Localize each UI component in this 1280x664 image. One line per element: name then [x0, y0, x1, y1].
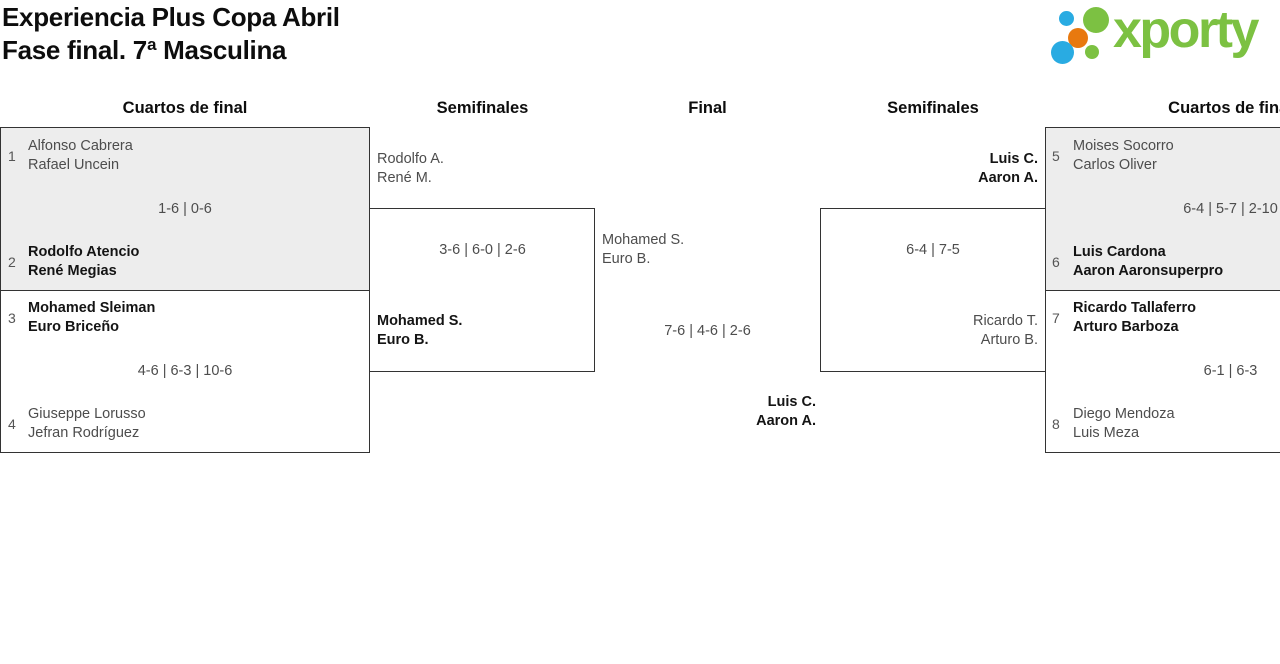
seed-3: 3: [8, 310, 16, 326]
player-name: Aaron A.: [756, 413, 816, 429]
team-sf-right-bottom: Ricardo T. Arturo B.: [973, 312, 1038, 350]
logo-dot-blue-small-icon: [1059, 11, 1074, 26]
quarterfinals-right-box: [1045, 127, 1280, 453]
match-qf3-background: [1046, 128, 1280, 291]
logo-dot-green-large-icon: [1083, 7, 1109, 33]
team-qf1-bottom: Rodolfo Atencio René Megias: [28, 243, 139, 281]
player-name: Aaron A.: [978, 170, 1038, 186]
player-name: Mohamed S.: [377, 313, 463, 329]
player-name: Luis C.: [989, 151, 1038, 167]
player-name: Diego Mendoza: [1073, 406, 1175, 422]
player-name: Giuseppe Lorusso: [28, 406, 146, 422]
player-name: Ricardo Tallaferro: [1073, 300, 1197, 316]
semifinal-right-box: [820, 208, 1046, 372]
score-qf3: 6-4 | 5-7 | 2-10: [1183, 201, 1278, 217]
player-name: Carlos Oliver: [1073, 157, 1157, 173]
player-name: Jefran Rodríguez: [28, 425, 140, 441]
tournament-subtitle: Fase final. 7ª Masculina: [2, 35, 287, 65]
team-sf-left-top: Rodolfo A. René M.: [377, 150, 444, 188]
match-qf1-background: [1, 128, 369, 291]
logo-wordmark: xporty: [1113, 1, 1259, 59]
round-label-final: Final: [688, 99, 727, 117]
round-label-quarterfinals-right: Cuartos de final: [1168, 99, 1280, 117]
score-sf-left: 3-6 | 6-0 | 2-6: [439, 242, 526, 258]
team-sf-right-top: Luis C. Aaron A.: [978, 150, 1038, 188]
player-name: Rodolfo Atencio: [28, 244, 140, 260]
player-name: Luis Cardona: [1073, 244, 1166, 260]
quarterfinals-left-box: [0, 127, 370, 453]
round-label-quarterfinals-left: Cuartos de final: [122, 99, 248, 117]
score-final: 7-6 | 4-6 | 2-6: [664, 323, 751, 339]
seed-2: 2: [8, 254, 16, 270]
team-final-left: Mohamed S. Euro B.: [602, 231, 684, 269]
player-name: Euro B.: [602, 251, 651, 267]
seed-8: 8: [1052, 416, 1060, 432]
score-qf2: 4-6 | 6-3 | 10-6: [137, 363, 233, 379]
round-label-semifinals-right: Semifinales: [887, 99, 979, 117]
team-qf2-top: Mohamed Sleiman Euro Briceño: [28, 299, 155, 337]
player-name: Luis Meza: [1073, 425, 1140, 441]
player-name: Euro B.: [377, 332, 429, 348]
player-name: Ricardo T.: [972, 313, 1038, 329]
team-qf1-top: Alfonso Cabrera Rafael Uncein: [28, 137, 133, 175]
player-name: Rodolfo A.: [377, 151, 444, 167]
seed-4: 4: [8, 416, 16, 432]
round-label-semifinals-left: Semifinales: [436, 99, 529, 117]
seed-1: 1: [8, 148, 16, 164]
player-name: Alfonso Cabrera: [28, 138, 133, 154]
score-qf1: 1-6 | 0-6: [158, 201, 212, 217]
team-qf4-bottom: Diego Mendoza Luis Meza: [1073, 405, 1175, 443]
player-name: Rafael Uncein: [28, 157, 120, 173]
player-name: Arturo B.: [980, 332, 1038, 348]
logo-dot-green-small-icon: [1085, 45, 1099, 59]
team-champion: Luis C. Aaron A.: [756, 393, 816, 431]
logo-dot-orange-icon: [1068, 28, 1088, 48]
player-name: Luis C.: [767, 394, 816, 410]
player-name: Moises Socorro: [1073, 138, 1174, 154]
tournament-title: Experiencia Plus Copa Abril: [2, 2, 340, 32]
player-name: Arturo Barboza: [1073, 319, 1179, 335]
team-qf4-top: Ricardo Tallaferro Arturo Barboza: [1073, 299, 1196, 337]
score-sf-right: 6-4 | 7-5: [906, 242, 960, 258]
seed-6: 6: [1052, 254, 1060, 270]
team-qf3-bottom: Luis Cardona Aaron Aaronsuperpro: [1073, 243, 1223, 281]
team-qf3-top: Moises Socorro Carlos Oliver: [1073, 137, 1174, 175]
player-name: Mohamed Sleiman: [28, 300, 156, 316]
player-name: Aaron Aaronsuperpro: [1073, 263, 1224, 279]
player-name: René M.: [377, 170, 432, 186]
semifinal-left-box: [369, 208, 595, 372]
score-qf4: 6-1 | 6-3: [1203, 363, 1258, 379]
seed-5: 5: [1052, 148, 1060, 164]
player-name: Mohamed S.: [602, 232, 685, 248]
seed-7: 7: [1052, 310, 1060, 326]
team-sf-left-bottom: Mohamed S. Euro B.: [377, 312, 462, 350]
player-name: René Megias: [28, 263, 117, 279]
team-qf2-bottom: Giuseppe Lorusso Jefran Rodríguez: [28, 405, 146, 443]
logo-dot-blue-large-icon: [1051, 41, 1074, 64]
player-name: Euro Briceño: [28, 319, 120, 335]
